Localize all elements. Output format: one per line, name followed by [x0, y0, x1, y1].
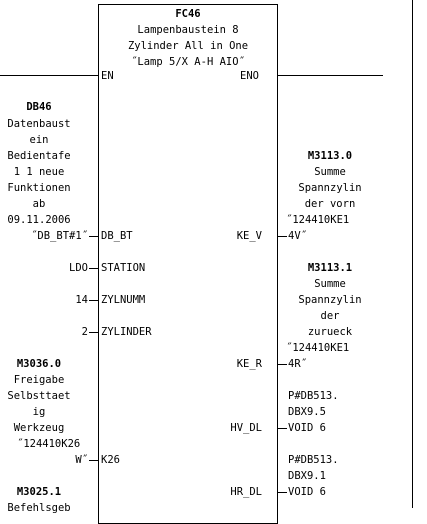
symbol-comment-line: Werkzeug [13, 422, 65, 434]
symbol-address: M3036.0 [16, 358, 62, 370]
input-value-db-bt[interactable]: ˝DB_BT#1˝ [31, 230, 88, 242]
symbol-comment-line: DBX9.1 [288, 470, 326, 482]
en-pin-label: EN [101, 70, 114, 82]
output-pin-ke-r: KE_R [236, 358, 262, 370]
db-comment-line: ein [29, 134, 49, 146]
input-pin-zylinder: ZYLINDER [101, 326, 152, 338]
input-value-station[interactable]: LDO [69, 262, 88, 274]
eno-power-line [278, 75, 383, 76]
db-comment-line: Funktionen [7, 182, 71, 194]
db-comment-line: 1 1 neue [13, 166, 65, 178]
input-pin-db-bt: DB_BT [101, 230, 133, 242]
output-pin-hv-dl: HV_DL [230, 422, 262, 434]
eno-pin-label: ENO [240, 70, 259, 82]
db-comment-line: ab [32, 198, 46, 210]
db-comment-line: Datenbaust [7, 118, 71, 130]
input-pin-zylnumm: ZYLNUMM [101, 294, 146, 306]
input-wire [89, 268, 98, 269]
input-wire [89, 332, 98, 333]
symbol-address: M3113.0 [307, 150, 353, 162]
right-rail [412, 0, 413, 508]
db-name: DB46 [26, 101, 52, 113]
symbol-comment-line: der [320, 310, 340, 322]
symbol-comment-line: P#DB513. [288, 454, 339, 466]
output-value-hv-dl[interactable]: VOID 6 [288, 422, 326, 434]
output-wire [278, 236, 287, 237]
input-wire [89, 300, 98, 301]
symbol-comment-line: Freigabe [13, 374, 65, 386]
symbol-address: M3025.1 [16, 486, 62, 498]
block-comment-line-1: Lampenbaustein 8 [137, 24, 239, 36]
symbol-comment-line: Summe [314, 278, 346, 290]
output-value-hr-dl[interactable]: VOID 6 [288, 486, 326, 498]
symbol-comment-line: ˝124410KE1 [286, 342, 350, 354]
output-wire [278, 364, 287, 365]
symbol-comment-line: Befehlsgeb [7, 502, 71, 514]
symbol-comment-line: zurueck [307, 326, 353, 338]
input-value-zylnumm[interactable]: 14 [75, 294, 88, 306]
symbol-comment-line: der vorn [304, 198, 356, 210]
symbol-comment-line: ig [32, 406, 46, 418]
input-value-k26[interactable]: W˝ [75, 454, 88, 466]
block-name: FC46 [175, 8, 201, 20]
symbol-comment-line: ˝124410K26 [17, 438, 81, 450]
output-value-ke-r[interactable]: 4R˝ [288, 358, 307, 370]
symbol-address: M3113.1 [307, 262, 353, 274]
symbol-comment-line: Spannzylin [298, 182, 362, 194]
block-comment-line-2: Zylinder All in One [127, 40, 249, 52]
output-value-ke-v[interactable]: 4V˝ [288, 230, 307, 242]
symbol-comment-line: P#DB513. [288, 390, 339, 402]
output-wire [278, 492, 287, 493]
output-wire [278, 428, 287, 429]
input-pin-station: STATION [101, 262, 146, 274]
input-wire [89, 460, 98, 461]
input-pin-k26: K26 [101, 454, 120, 466]
symbol-comment-line: DBX9.5 [288, 406, 326, 418]
input-value-zylinder[interactable]: 2 [81, 326, 88, 338]
db-comment-line: Bedientafe [7, 150, 71, 162]
input-wire [89, 236, 98, 237]
symbol-comment-line: Spannzylin [298, 294, 362, 306]
symbol-comment-line: Selbsttaet [7, 390, 71, 402]
output-pin-hr-dl: HR_DL [230, 486, 262, 498]
output-pin-ke-v: KE_V [236, 230, 262, 242]
symbol-comment-line: ˝124410KE1 [286, 214, 350, 226]
db-comment-line: 09.11.2006 [7, 214, 71, 226]
en-power-line [0, 75, 98, 76]
symbol-comment-line: Summe [314, 166, 346, 178]
block-comment-line-3: ˝Lamp 5/X A-H AIO˝ [131, 56, 245, 68]
